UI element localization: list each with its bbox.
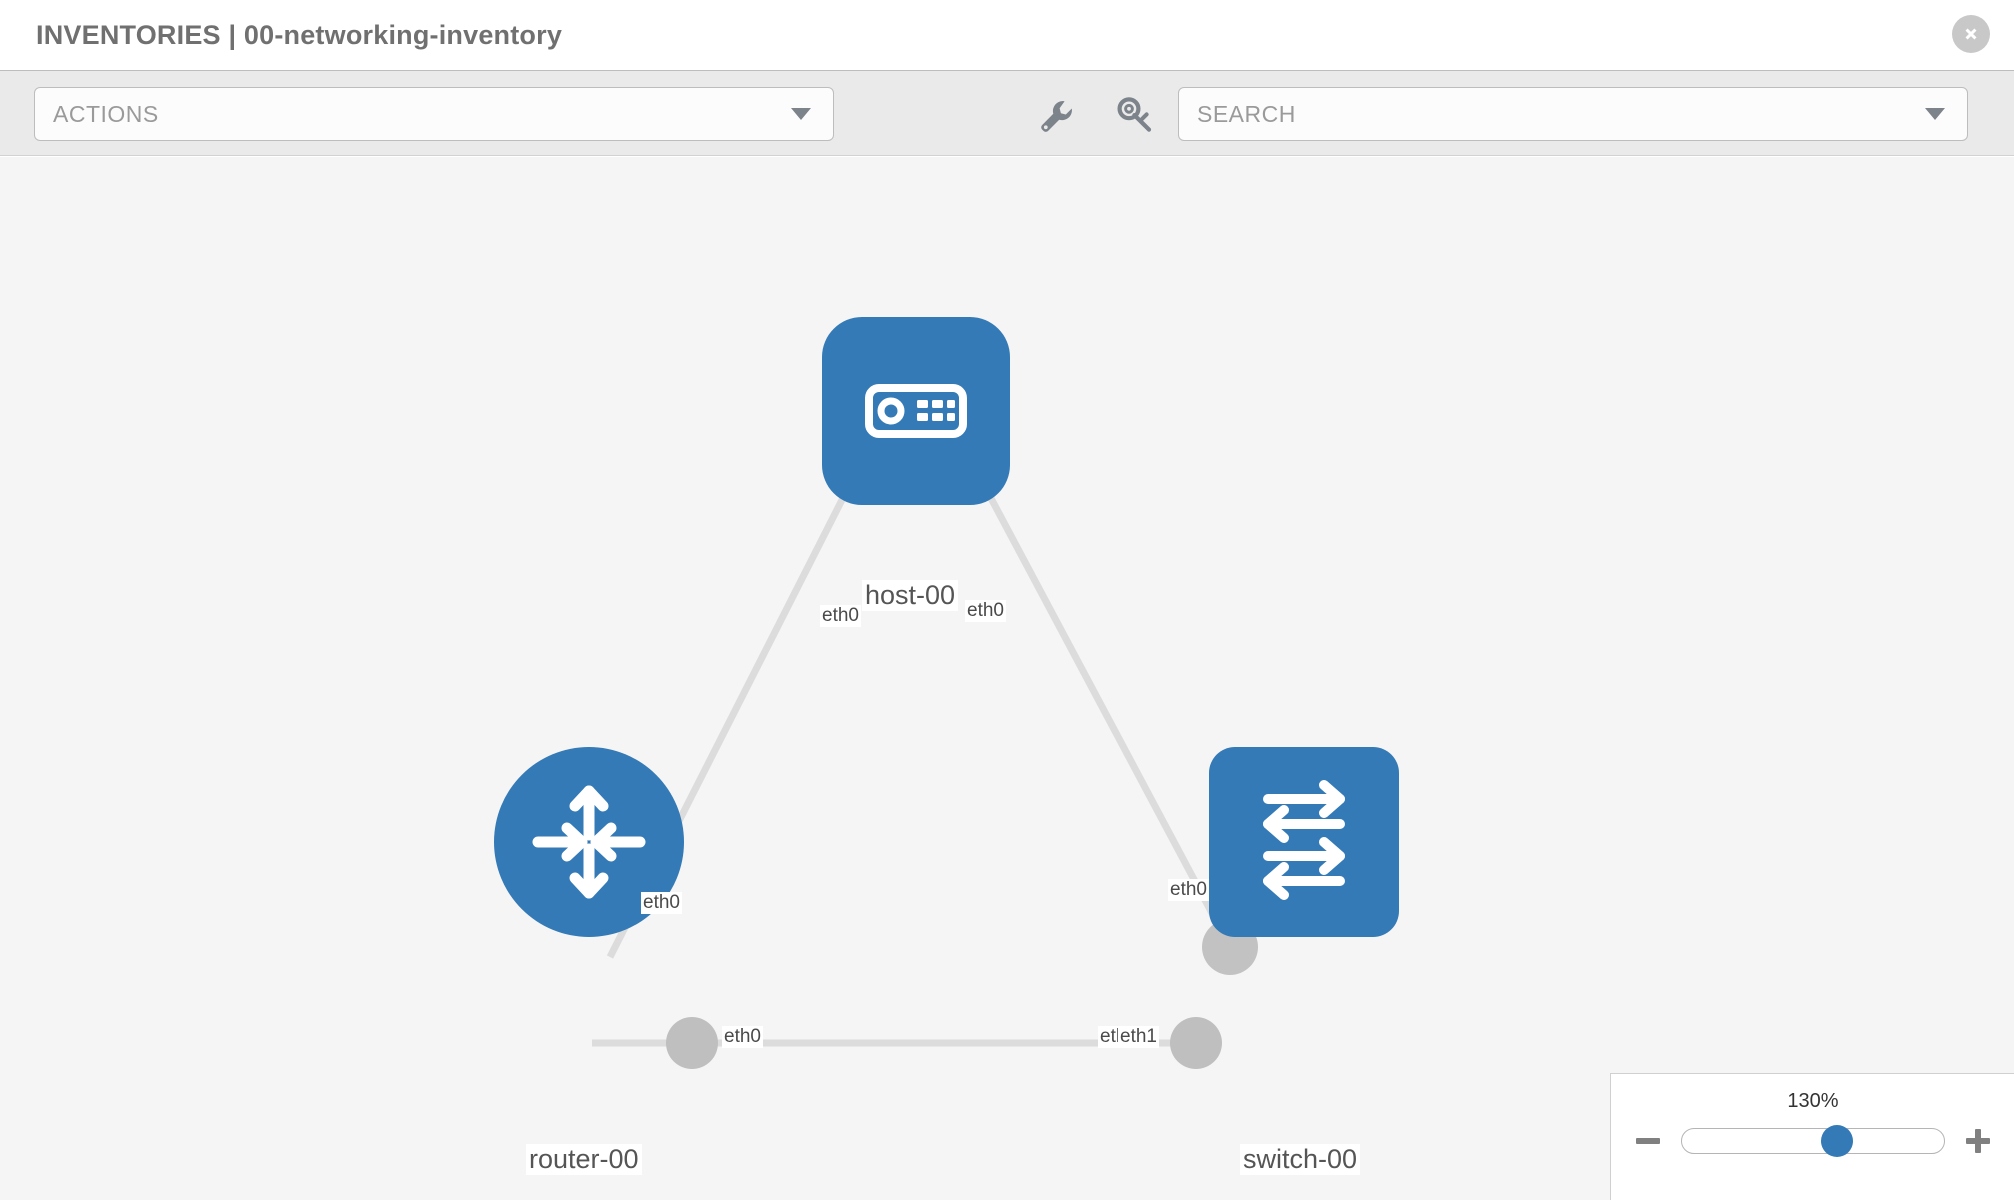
toolbar-icon-group [1035,95,1155,135]
edge-host-switch [948,423,1234,949]
page-title: INVENTORIES | 00-networking-inventory [36,19,563,50]
key-icon[interactable] [1115,95,1155,135]
minus-icon[interactable] [1633,1126,1663,1156]
node-switch-00[interactable] [1209,747,1399,937]
iface-label-switch-eth0-up: eth0 [1168,879,1209,901]
search-chevron-down-icon[interactable] [1925,108,1945,120]
server-device-icon [865,384,967,438]
nub-switch-eth1 [1170,1017,1222,1069]
router-arrows-icon [532,785,646,899]
zoom-control: 130% [1610,1073,2014,1200]
zoom-slider-thumb[interactable] [1820,1125,1853,1157]
node-switch-00-shape[interactable] [1209,747,1399,937]
topology-canvas[interactable]: host-00 router-00 switch-00 eth0 eth0 et… [0,157,2014,1200]
plus-icon[interactable] [1963,1126,1993,1156]
iface-label-host-eth0-right: eth0 [965,600,1006,622]
node-label-router-00: router-00 [526,1144,642,1175]
node-host-00[interactable] [822,317,1010,505]
nub-router-eth0 [666,1017,718,1069]
iface-label-router-eth0-right: eth0 [722,1026,763,1048]
chevron-down-icon [791,108,811,120]
zoom-slider[interactable] [1681,1125,1945,1157]
node-label-switch-00: switch-00 [1240,1144,1361,1175]
actions-dropdown-label: ACTIONS [53,100,159,127]
window-header: INVENTORIES | 00-networking-inventory [0,0,2014,70]
search-field-wrapper [1178,87,1968,141]
iface-label-host-eth0-left: eth0 [820,605,861,627]
iface-label-switch-eth1: eth1 [1118,1026,1159,1048]
zoom-control-row [1611,1125,2014,1157]
topology-graph [592,401,1258,1069]
close-icon[interactable] [1952,15,1990,53]
node-host-00-shape[interactable] [822,317,1010,505]
actions-dropdown[interactable]: ACTIONS [34,87,834,141]
topology-toolbar: ACTIONS [0,70,2014,156]
search-input[interactable] [1179,88,1909,140]
iface-label-router-eth0-up: eth0 [641,892,682,914]
zoom-percent-label: 130% [1787,1090,1839,1112]
switch-arrows-icon [1263,780,1345,900]
node-label-host-00: host-00 [862,580,959,611]
wrench-icon[interactable] [1035,95,1075,135]
